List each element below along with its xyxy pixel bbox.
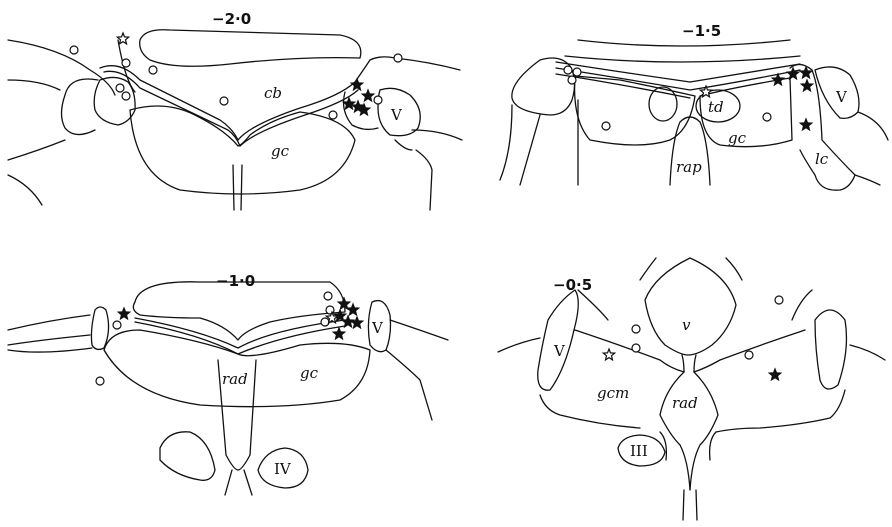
region-label-v: V <box>553 342 566 360</box>
region-label-gc: gc <box>728 129 747 147</box>
filled-star-marker <box>800 119 811 130</box>
region-label-rad: rad <box>222 370 248 388</box>
open-circle-marker <box>122 92 130 100</box>
region-label-lc: lc <box>815 150 829 168</box>
region-label-gc: gc <box>300 364 319 382</box>
open-circle-marker <box>632 325 640 333</box>
region-label-iii: III <box>630 442 648 460</box>
open-circle-markers <box>632 296 783 359</box>
open-circle-marker <box>394 54 402 62</box>
section-panel-minus-1-5: −1·5 rap td gc lc V <box>500 22 888 190</box>
filled-star-marker <box>343 98 354 109</box>
open-circle-marker <box>96 377 104 385</box>
open-circle-marker <box>745 351 753 359</box>
region-label-v: V <box>835 88 848 106</box>
region-label-gcm: gcm <box>597 384 629 402</box>
region-label-v: V <box>371 319 384 337</box>
open-circle-marker <box>329 111 337 119</box>
open-circle-marker <box>116 84 124 92</box>
region-label-v: V <box>390 106 403 124</box>
level-label-minus-1-5: −1·5 <box>682 22 721 40</box>
section-panel-minus-2-0: −2·0 cb gc V <box>8 10 462 210</box>
filled-star-marker <box>118 308 129 319</box>
open-circle-marker <box>775 296 783 304</box>
filled-star-marker <box>333 328 344 339</box>
open-circle-marker <box>149 66 157 74</box>
open-star-marker <box>603 349 614 360</box>
section-panel-minus-0-5: −0·5 v V gcm rad III <box>498 258 885 520</box>
open-circle-marker <box>763 113 771 121</box>
filled-star-marker <box>362 90 373 101</box>
region-label-rad: rad <box>672 394 698 412</box>
open-circle-marker <box>70 46 78 54</box>
region-label-td: td <box>708 98 724 116</box>
filled-star-marker <box>347 304 358 315</box>
level-label-minus-1-0: −1·0 <box>216 272 255 290</box>
open-circle-marker <box>220 97 228 105</box>
region-label-cb: cb <box>264 84 282 102</box>
star-markers <box>603 349 780 380</box>
region-label-rap: rap <box>676 158 702 176</box>
filled-star-marker <box>801 80 812 91</box>
star-markers <box>117 33 373 115</box>
section-panel-minus-1-0: −1·0 rad gc IV V <box>8 272 448 495</box>
open-circle-marker <box>321 318 329 326</box>
filled-star-marker <box>351 317 362 328</box>
open-circle-marker <box>564 66 572 74</box>
open-circle-marker <box>122 59 130 67</box>
open-circle-marker <box>632 344 640 352</box>
open-circle-marker <box>602 122 610 130</box>
open-circle-marker <box>568 76 576 84</box>
open-circle-marker <box>573 68 581 76</box>
filled-star-marker <box>787 68 798 79</box>
region-label-v-ventricle: v <box>682 316 691 334</box>
region-label-iv: IV <box>274 460 292 478</box>
region-label-gc: gc <box>271 142 290 160</box>
filled-star-marker <box>351 79 362 90</box>
open-circle-marker <box>324 292 332 300</box>
filled-star-marker <box>769 369 780 380</box>
open-circle-marker <box>374 96 382 104</box>
level-label-minus-2-0: −2·0 <box>212 10 251 28</box>
open-circle-marker <box>113 321 121 329</box>
filled-star-marker <box>338 298 349 309</box>
